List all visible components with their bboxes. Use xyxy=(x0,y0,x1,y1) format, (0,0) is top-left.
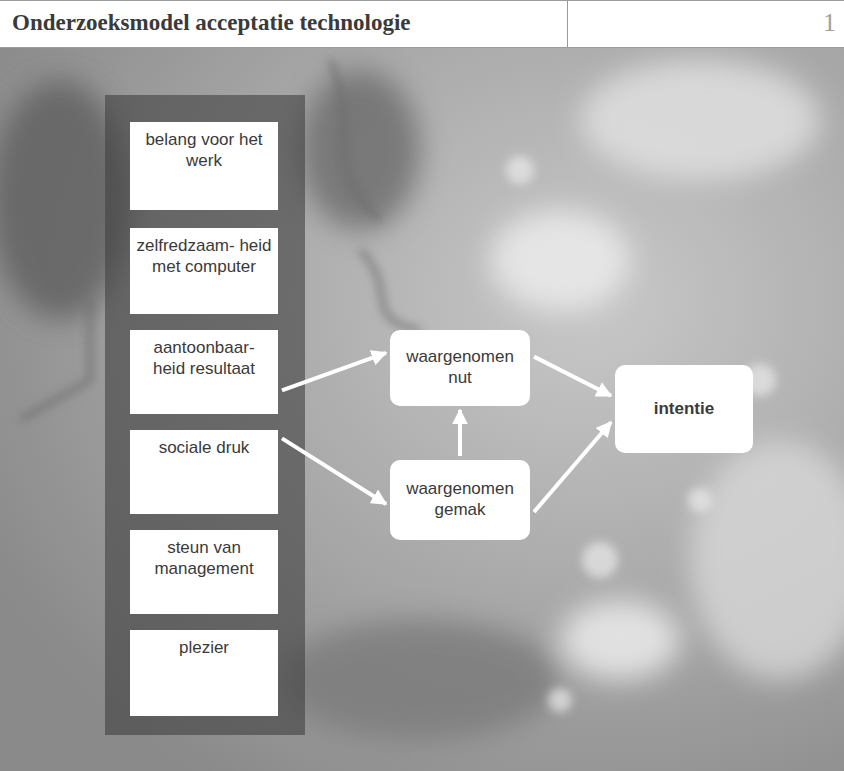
arrow-connector xyxy=(534,357,611,396)
factor-box: zelfredzaam- heid met computer xyxy=(130,228,278,314)
box-label: belang voor het werk xyxy=(136,130,272,171)
box-label: waargenomen nut xyxy=(396,347,524,388)
diagram-title: Onderzoeksmodel acceptatie technologie xyxy=(12,10,411,36)
box-label: intentie xyxy=(654,399,714,420)
title-bar: Onderzoeksmodel acceptatie technologie 1 xyxy=(0,0,844,48)
box-label: plezier xyxy=(179,638,229,659)
label-group: 1 xyxy=(823,8,836,38)
title-divider xyxy=(567,1,568,47)
factor-panel xyxy=(105,95,305,735)
factor-box: plezier xyxy=(130,630,278,716)
factor-box: sociale druk xyxy=(130,430,278,514)
arrow-connector xyxy=(282,353,386,391)
factor-box: belang voor het werk xyxy=(130,122,278,210)
arrow-connector xyxy=(458,410,462,456)
construct-box: waargenomen nut xyxy=(390,330,530,406)
page-number: 1 xyxy=(823,8,836,38)
box-label: sociale druk xyxy=(159,438,250,459)
construct-box: intentie xyxy=(615,365,753,453)
arrow-connector xyxy=(282,438,386,504)
factor-box: steun van management xyxy=(130,530,278,614)
box-label: zelfredzaam- heid met computer xyxy=(136,236,272,277)
construct-box: waargenomen gemak xyxy=(390,460,530,540)
box-label: steun van management xyxy=(136,538,272,579)
box-label: waargenomen gemak xyxy=(396,479,524,520)
box-label: aantoonbaar- heid resultaat xyxy=(136,338,272,379)
arrow-connector xyxy=(534,422,611,512)
factor-box: aantoonbaar- heid resultaat xyxy=(130,330,278,414)
